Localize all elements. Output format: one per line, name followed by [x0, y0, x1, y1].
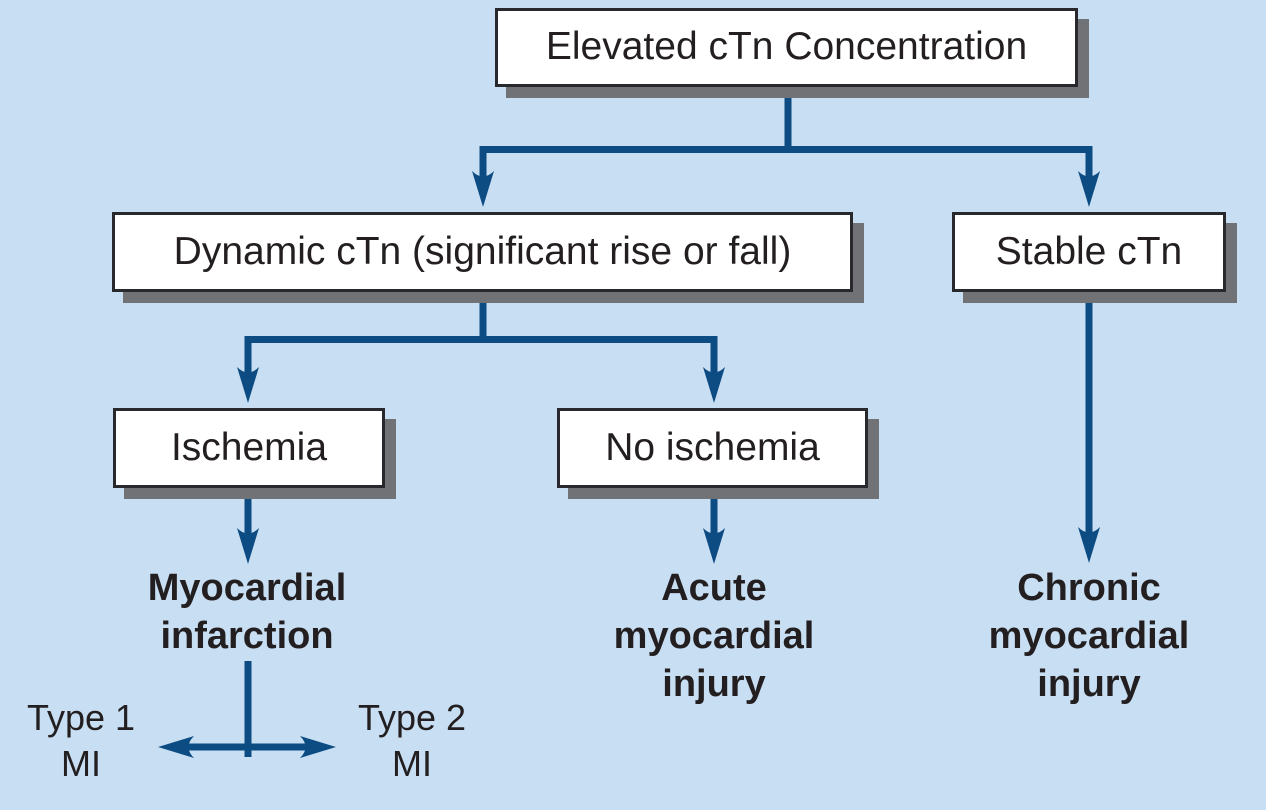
- outcome-type2-mi: Type 2 MI: [357, 697, 467, 784]
- node-ischemia: Ischemia: [113, 408, 385, 488]
- outcome-chronic-myocardial-injury: Chronic myocardial injury: [988, 567, 1190, 705]
- outcome-type1-mi: Type 1 MI: [26, 697, 136, 784]
- node-elevated-ctn: Elevated cTn Concentration: [495, 8, 1078, 87]
- connector-branch-dynamic: [244, 336, 718, 380]
- node-no-ischemia: No ischemia: [557, 408, 868, 488]
- node-dynamic-ctn: Dynamic cTn (significant rise or fall): [112, 212, 853, 292]
- outcome-acute-myocardial-injury: Acute myocardial injury: [613, 567, 815, 705]
- connector-branch-top: [479, 146, 1093, 183]
- node-stable-ctn: Stable cTn: [952, 212, 1226, 292]
- outcome-myocardial-infarction: Myocardial infarction: [147, 567, 347, 657]
